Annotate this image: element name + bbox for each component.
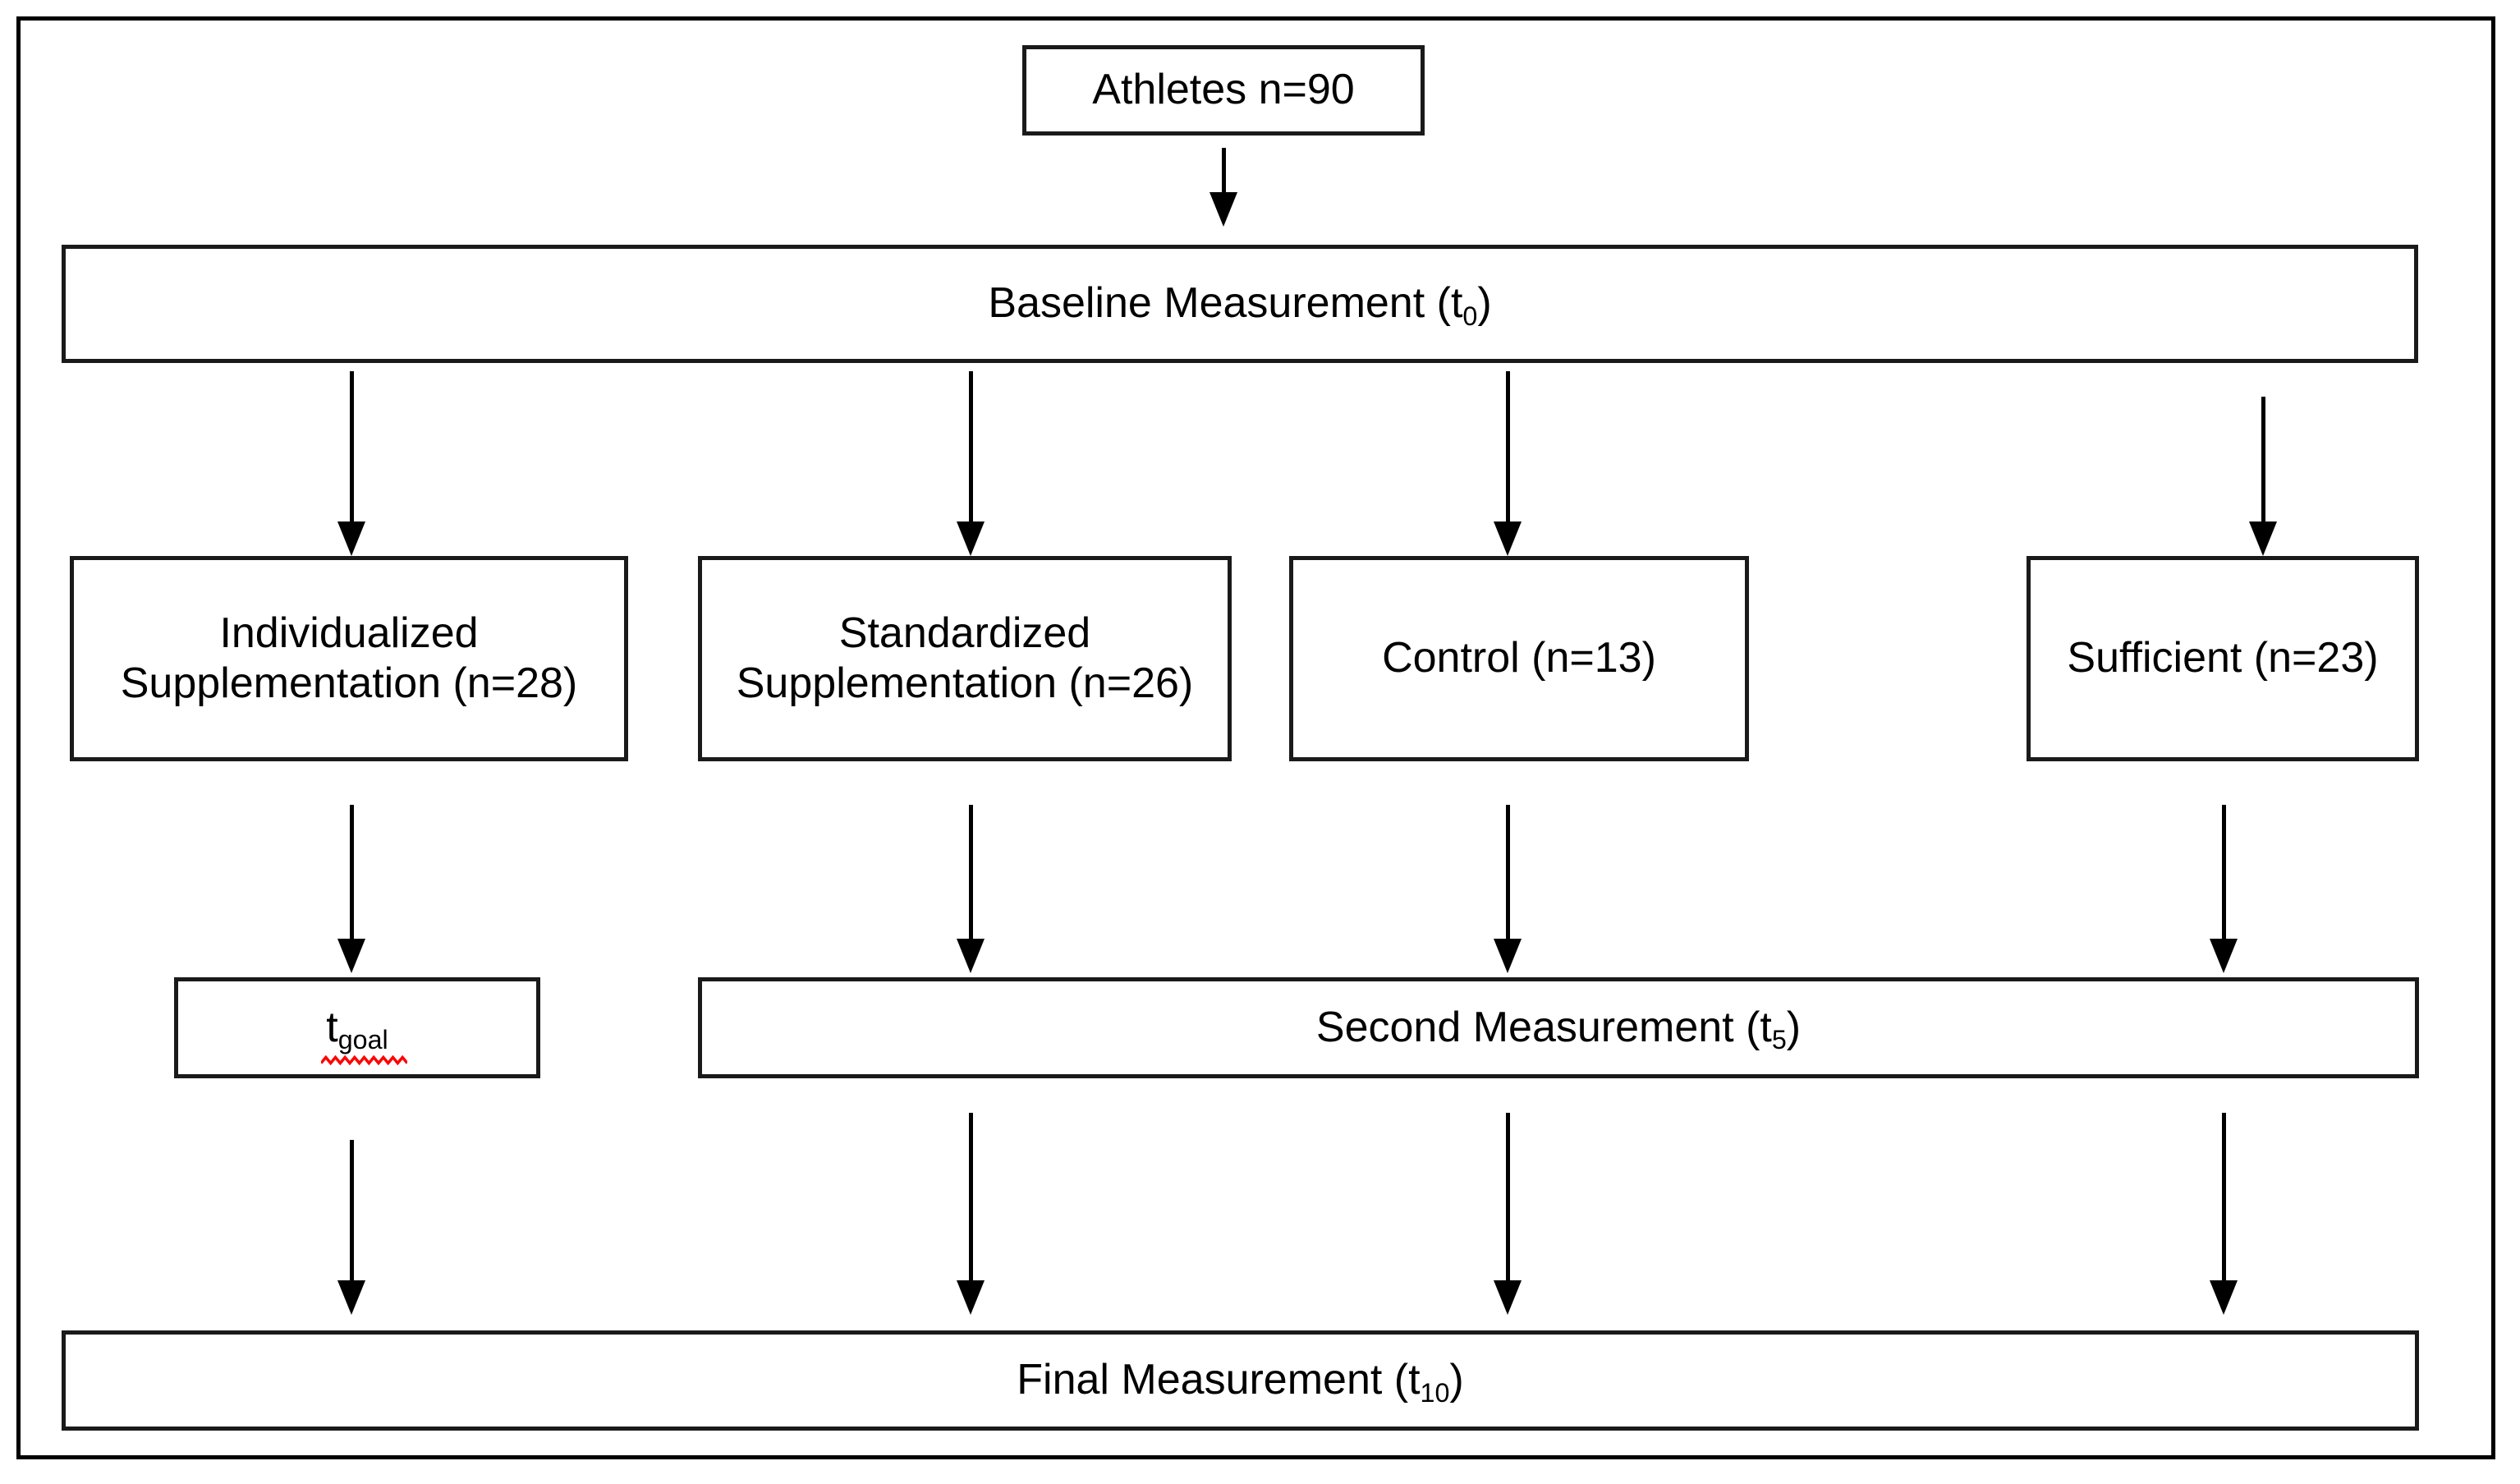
- arrow-sufficient-to-second: [2209, 805, 2238, 973]
- node-standardized-supplementation: Standardized Supplementation (n=26): [698, 556, 1232, 761]
- node-sufficient-group: Sufficient (n=23): [2027, 556, 2419, 761]
- arrow-baseline-to-standardized: [956, 371, 985, 556]
- node-final-measurement-label: Final Measurement (t10): [1017, 1356, 1464, 1408]
- node-tgoal: tgoal: [174, 977, 540, 1078]
- arrow-second-to-final-mid: [1493, 1113, 1522, 1315]
- node-baseline-measurement: Baseline Measurement (t0): [62, 245, 2418, 363]
- node-individualized-supplementation: Individualized Supplementation (n=28): [70, 556, 628, 761]
- arrow-baseline-to-individualized: [337, 371, 366, 556]
- node-control-group-label: Control (n=13): [1382, 634, 1656, 682]
- arrow-individualized-to-tgoal: [337, 805, 366, 973]
- node-second-measurement: Second Measurement (t5): [698, 977, 2419, 1078]
- node-individualized-supplementation-label: Individualized Supplementation (n=28): [120, 609, 578, 707]
- arrow-tgoal-to-final: [337, 1140, 366, 1315]
- node-standardized-supplementation-label: Standardized Supplementation (n=26): [736, 609, 1194, 707]
- node-athletes: Athletes n=90: [1022, 45, 1425, 136]
- arrow-control-to-second: [1493, 805, 1522, 973]
- node-tgoal-label: tgoal: [321, 1003, 408, 1066]
- node-sufficient-group-label: Sufficient (n=23): [2067, 634, 2379, 682]
- arrow-standardized-to-second: [956, 805, 985, 973]
- node-final-measurement: Final Measurement (t10): [62, 1330, 2419, 1431]
- node-control-group: Control (n=13): [1289, 556, 1749, 761]
- node-athletes-label: Athletes n=90: [1092, 66, 1355, 114]
- node-baseline-measurement-label: Baseline Measurement (t0): [988, 279, 1492, 331]
- arrow-athletes-to-baseline: [1209, 148, 1238, 227]
- spellcheck-squiggle-icon: [321, 1054, 408, 1066]
- arrow-baseline-to-control: [1493, 371, 1522, 556]
- arrow-second-to-final-left: [956, 1113, 985, 1315]
- arrow-baseline-to-sufficient: [2248, 397, 2278, 556]
- arrow-second-to-final-right: [2209, 1113, 2238, 1315]
- node-second-measurement-label: Second Measurement (t5): [1315, 1003, 1802, 1055]
